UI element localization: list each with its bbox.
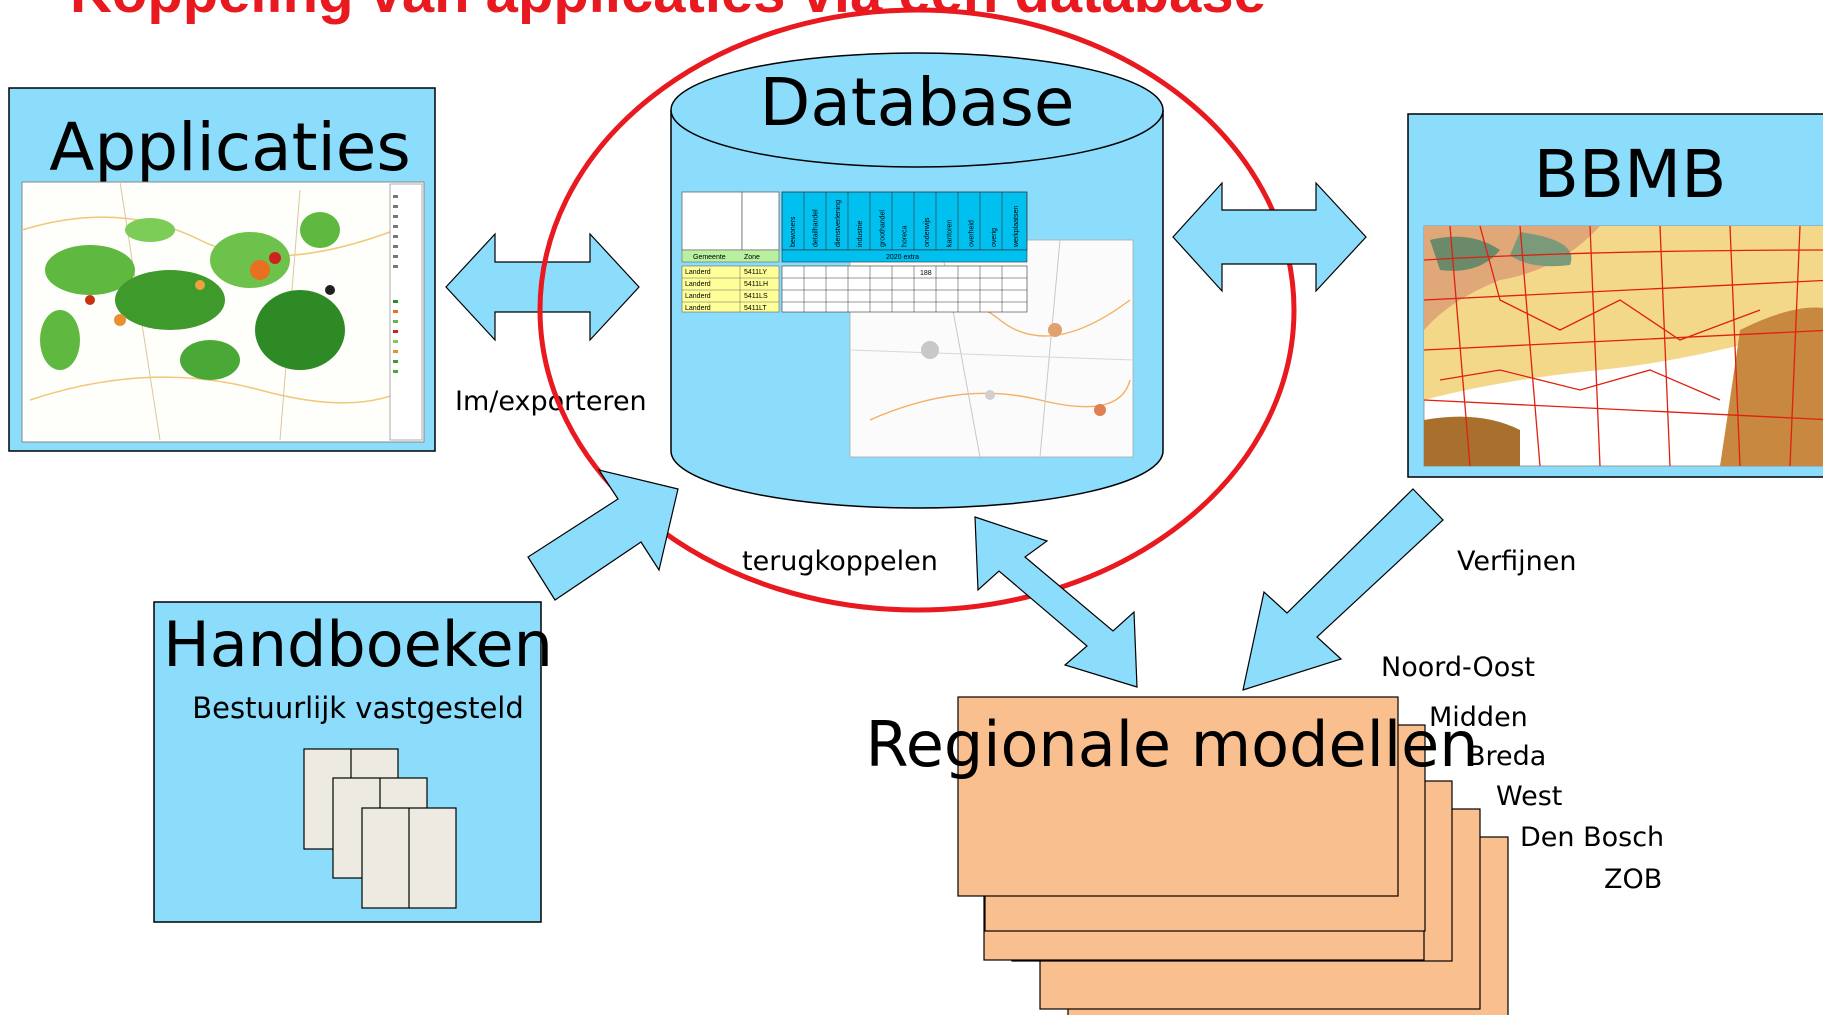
regional-models-stack <box>957 696 1509 1015</box>
applicaties-title: Applicaties <box>49 109 411 186</box>
applicaties-map-image <box>21 181 425 443</box>
db-row-gemeente: Landerd <box>685 293 711 300</box>
db-column-header: onderwijs <box>924 217 931 247</box>
db-header-year: 2020 extra <box>886 254 919 261</box>
handboeken-to-database-arrow <box>527 469 679 601</box>
db-column-header: werkplaatsen <box>1013 206 1020 248</box>
database-highlight-ring <box>537 7 1297 613</box>
region-label: Noord-Oost <box>1381 652 1535 683</box>
db-column-header: horeca <box>902 225 909 247</box>
db-row-gemeente: Landerd <box>685 281 711 288</box>
db-row-gemeente: Landerd <box>685 305 711 312</box>
region-label: Breda <box>1467 741 1546 772</box>
db-column-header: detailhandel <box>812 209 819 247</box>
region-label: Midden <box>1429 702 1528 733</box>
region-label: Den Bosch <box>1520 822 1664 853</box>
db-column-header: dienstverlening <box>835 200 842 247</box>
handboeken-subtitle: Bestuurlijk vastgesteld <box>192 691 524 725</box>
slide-title: Koppeling van applicaties via een databa… <box>70 0 1266 25</box>
db-column-header: groothandel <box>879 210 886 247</box>
db-column-header: overheid <box>969 220 976 247</box>
regionale-modellen-title: Regionale modellen <box>865 708 1478 781</box>
database-title: Database <box>760 64 1075 141</box>
bbmb-double-arrow <box>1172 181 1367 293</box>
bbmb-title: BBMB <box>1534 136 1727 213</box>
database-cylinder: Database G <box>670 52 1164 509</box>
db-row-zone: 5411LY <box>744 269 767 276</box>
db-header-gemeente: Gemeente <box>693 254 726 261</box>
verfijnen-arrow <box>1242 488 1444 691</box>
region-sheet-noord-oost <box>957 696 1399 897</box>
verfijnen-label: Verfijnen <box>1457 546 1576 577</box>
applicaties-box: Applicaties <box>8 87 436 452</box>
db-cell-value: 188 <box>920 270 932 277</box>
db-column-header: industrie <box>857 220 864 247</box>
terugkoppelen-label: terugkoppelen <box>742 546 938 577</box>
bbmb-map-image <box>1423 225 1823 467</box>
bbmb-box: BBMB <box>1407 113 1823 478</box>
db-row-zone: 5411LT <box>744 305 767 312</box>
db-column-header: kantoren <box>946 220 953 247</box>
db-row-zone: 5411LH <box>744 281 768 288</box>
db-header-zone: Zone <box>744 254 760 261</box>
im-export-label: Im/exporteren <box>455 386 647 417</box>
handbook-pages-icon <box>303 748 457 909</box>
region-label: West <box>1496 781 1562 812</box>
database-table: Gemeente Zone 2020 extra Landerd 5411LY … <box>681 191 1028 313</box>
terugkoppelen-double-arrow <box>974 516 1138 688</box>
db-row-zone: 5411LS <box>744 293 768 300</box>
handboeken-box: Handboeken Bestuurlijk vastgesteld <box>153 601 553 923</box>
db-column-header: overig <box>991 228 998 247</box>
region-label: ZOB <box>1604 864 1662 895</box>
db-column-header: bewoners <box>790 216 797 247</box>
db-row-gemeente: Landerd <box>685 269 711 276</box>
handboeken-title: Handboeken <box>163 608 553 681</box>
